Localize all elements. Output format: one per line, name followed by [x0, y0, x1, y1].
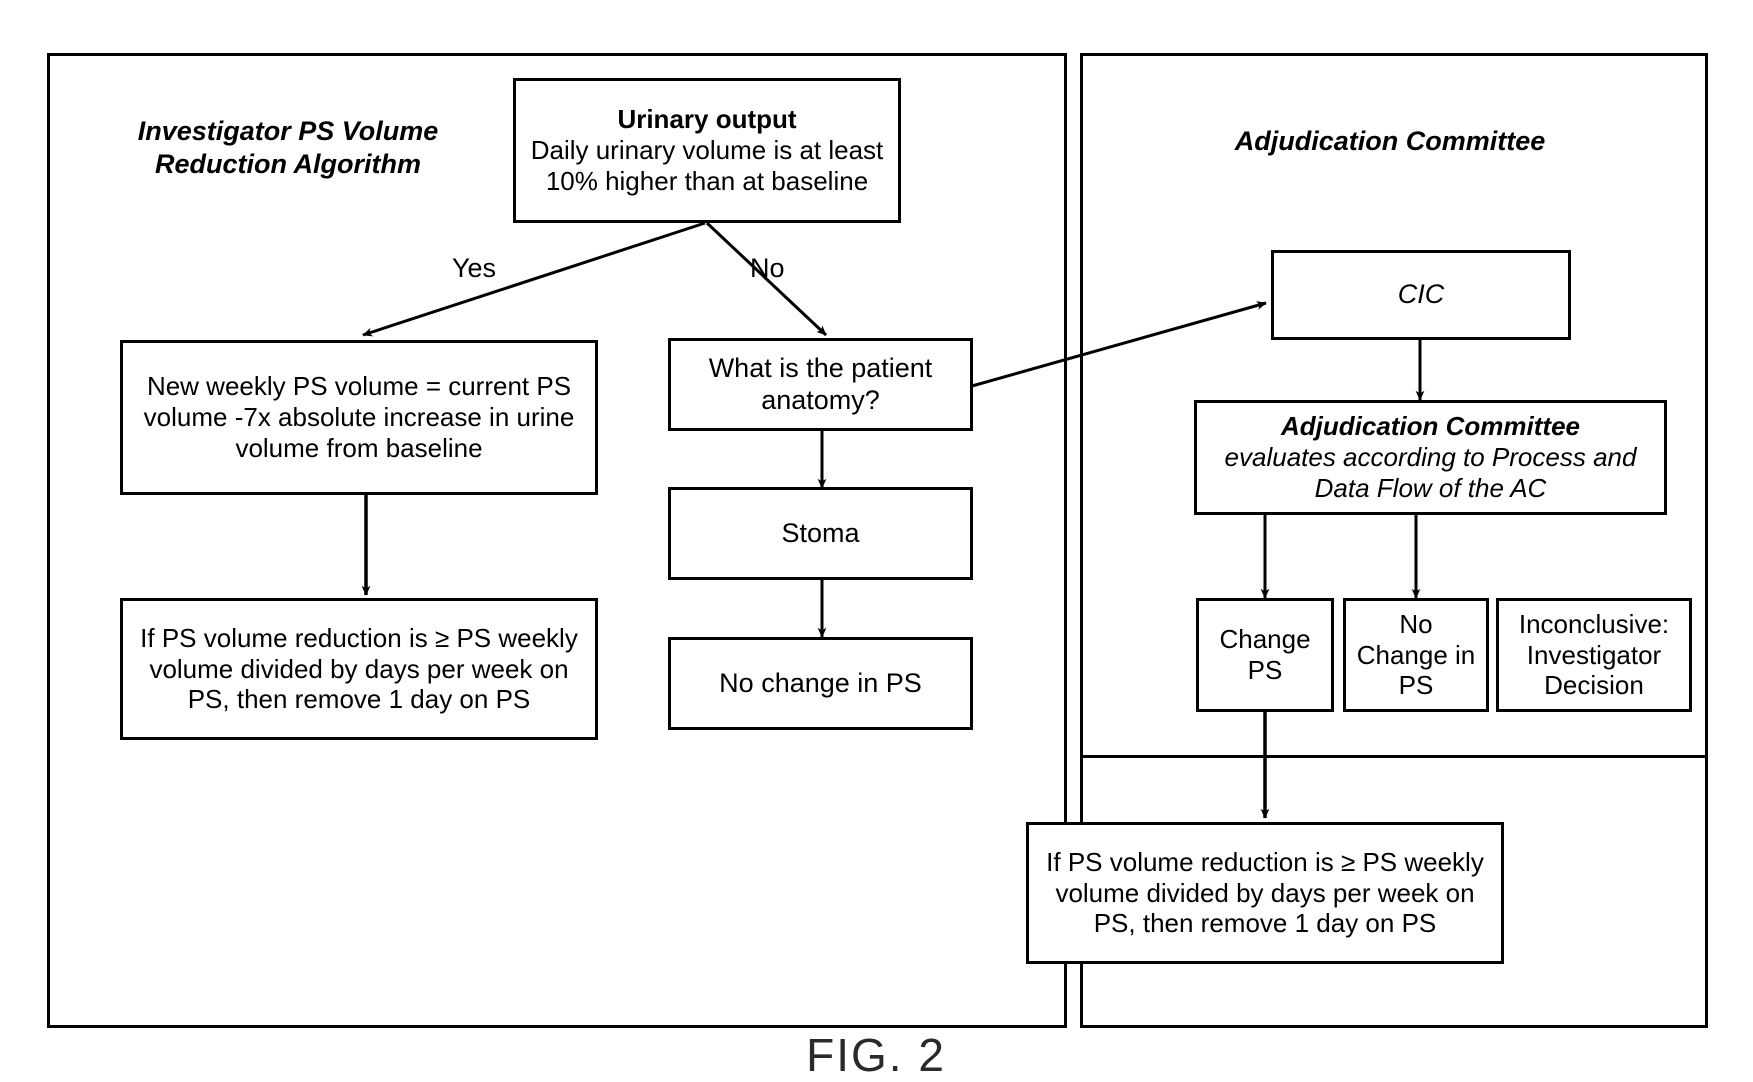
node-urinary-output-body: Daily urinary volume is at least 10% hig… — [530, 135, 884, 196]
node-new-weekly-volume-body: New weekly PS volume = current PS volume… — [143, 371, 575, 463]
edge-anatomy-to-cic — [971, 301, 1267, 388]
figure-caption: FIG. 2 — [806, 1029, 946, 1081]
edge-label-yes: Yes — [452, 253, 497, 283]
node-inconclusive-body: Inconclusive: Investigator Decision — [1518, 608, 1670, 701]
node-ac-evaluates-title: Adjudication Committee — [1280, 411, 1580, 442]
node-reduction-rule-right[interactable]: If PS volume reduction is ≥ PS weekly vo… — [1026, 822, 1504, 964]
node-new-weekly-volume[interactable]: New weekly PS volume = current PS volume… — [120, 340, 598, 495]
node-change-ps-body: Change PS — [1219, 624, 1311, 685]
node-urinary-output[interactable]: Urinary output Daily urinary volume is a… — [513, 78, 901, 223]
node-stoma[interactable]: Stoma — [668, 487, 973, 580]
node-no-change-ps-right[interactable]: No Change in PS — [1343, 598, 1489, 712]
node-reduction-rule-left[interactable]: If PS volume reduction is ≥ PS weekly vo… — [120, 598, 598, 740]
edge-no — [705, 221, 828, 337]
node-no-change-in-ps[interactable]: No change in PS — [668, 637, 973, 730]
panel-adjudication-inner — [1080, 53, 1708, 758]
node-no-change-ps-right-body: No Change in PS — [1356, 608, 1476, 701]
node-ac-evaluates-body: evaluates according to Process and Data … — [1224, 442, 1637, 503]
node-patient-anatomy-body: What is the patient anatomy? — [708, 352, 933, 415]
node-no-change-in-ps-body: No change in PS — [719, 667, 922, 698]
node-cic[interactable]: CIC — [1271, 250, 1571, 340]
node-change-ps[interactable]: Change PS — [1196, 598, 1334, 712]
node-cic-body: CIC — [1397, 279, 1445, 310]
panel-title-adjudication: Adjudication Committee — [1234, 126, 1546, 156]
node-patient-anatomy[interactable]: What is the patient anatomy? — [668, 338, 973, 431]
node-ac-evaluates[interactable]: Adjudication Committee evaluates accordi… — [1194, 400, 1667, 515]
node-urinary-output-title: Urinary output — [617, 104, 797, 135]
node-inconclusive[interactable]: Inconclusive: Investigator Decision — [1496, 598, 1692, 712]
panel-investigator — [47, 53, 1067, 1028]
node-reduction-rule-left-body: If PS volume reduction is ≥ PS weekly vo… — [140, 622, 578, 715]
edge-label-no: No — [750, 253, 785, 283]
node-reduction-rule-right-body: If PS volume reduction is ≥ PS weekly vo… — [1046, 846, 1484, 939]
panel-title-investigator: Investigator PS Volume Reduction Algorit… — [137, 116, 439, 179]
edge-yes — [362, 221, 706, 337]
node-stoma-body: Stoma — [781, 517, 860, 548]
